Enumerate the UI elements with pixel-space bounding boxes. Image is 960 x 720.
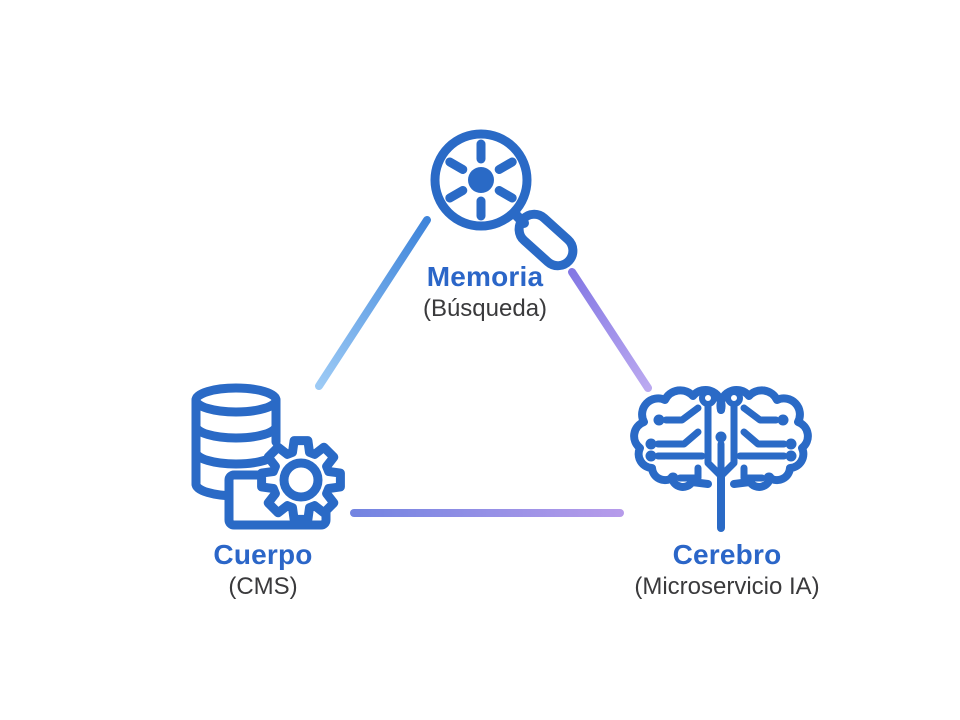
memoria-sublabel: (Búsqueda) [422, 295, 548, 322]
circuit-brain-icon [630, 386, 812, 532]
database-gear-icon [191, 383, 345, 530]
cerebro-sublabel: (Microservicio IA) [634, 573, 820, 600]
connector-memoria-cerebro [568, 268, 652, 392]
memoria-label-block: Memoria (Búsqueda) [423, 262, 547, 323]
cuerpo-sublabel: (CMS) [228, 573, 298, 600]
cuerpo-label-block: Cuerpo (CMS) [213, 540, 312, 601]
connector-cuerpo-memoria [315, 216, 431, 390]
memoria-label: Memoria [426, 261, 544, 292]
cerebro-label: Cerebro [672, 539, 782, 570]
cuerpo-label: Cuerpo [213, 539, 313, 570]
cerebro-label-block: Cerebro (Microservicio IA) [634, 540, 819, 601]
magnifier-sun-icon [430, 129, 578, 271]
